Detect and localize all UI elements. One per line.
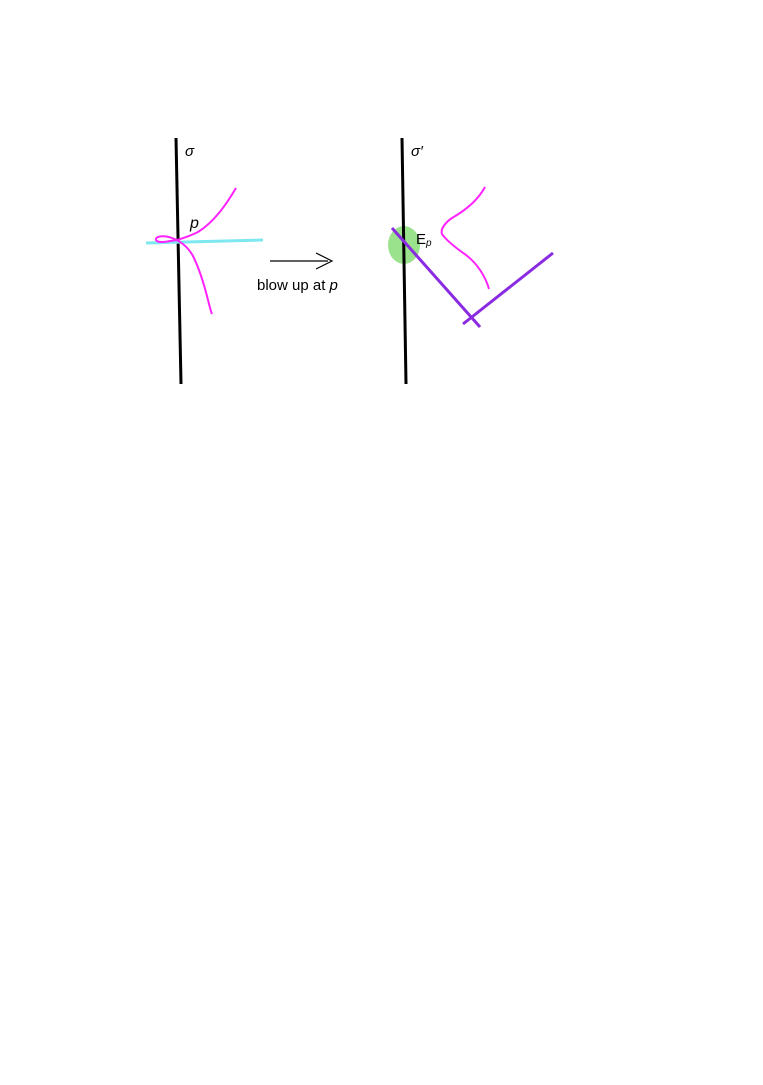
blowup-arrow: blow up at p [257,252,338,294]
sigma-prime-label: σ′ [411,143,424,160]
magenta-curve-right [440,186,490,290]
exceptional-label: Ep [416,231,432,249]
arrow-caption-var: p [329,277,338,294]
sigma-curve [174,137,183,385]
arrow-caption: blow up at p [257,277,338,294]
right-panel: σ′ Ep [388,137,554,385]
sigma-prime-curve [400,137,408,385]
arrow-caption-prefix: blow up at [257,277,330,294]
exceptional-label-sub: p [425,238,432,249]
sigma-label: σ [185,143,195,160]
left-panel: σ p [145,137,264,385]
transverse-line [462,251,554,326]
arrow-head [315,252,334,270]
exceptional-divisor-line [390,227,482,328]
magenta-curve-left [154,187,237,315]
exceptional-label-E: E [416,231,426,248]
point-p-label: p [189,215,199,232]
